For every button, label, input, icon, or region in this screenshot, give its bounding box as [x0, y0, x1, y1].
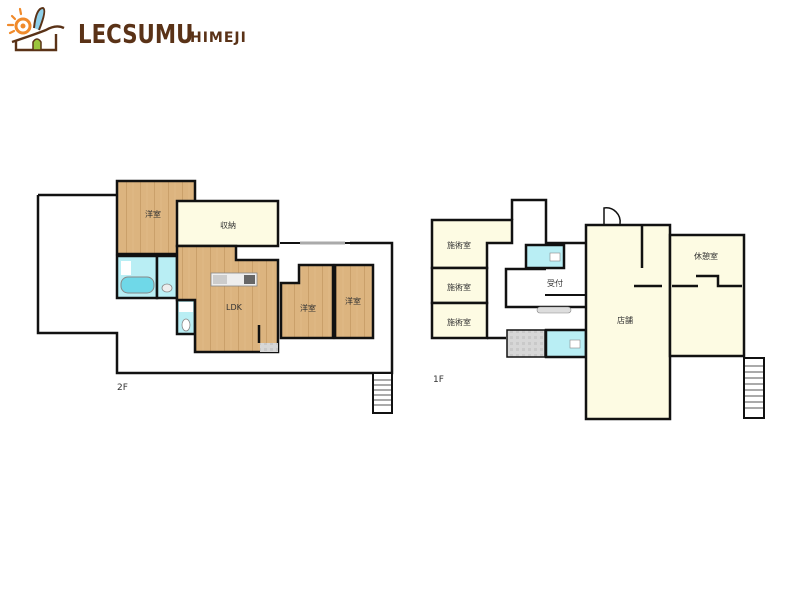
room-treatment-2: [430, 266, 489, 305]
room-break: [668, 233, 746, 358]
room-label: 収納: [220, 220, 236, 230]
logo-house-icon: [6, 6, 65, 52]
room-western-2: [279, 263, 335, 340]
brand-sub: HIMEJI: [190, 30, 247, 46]
room-western-3: [333, 263, 375, 340]
room-label: 施術室: [447, 317, 471, 327]
entrance-door: [603, 207, 621, 225]
floor-2f: 洋室 収納 LDK 洋室 洋室: [36, 179, 394, 414]
room-label: 洋室: [345, 296, 361, 306]
floor-label: 1F: [433, 375, 444, 385]
room-label: 店舗: [617, 315, 633, 325]
room-label: 施術室: [447, 282, 471, 292]
stairs-1f: [743, 357, 765, 419]
room-label: 受付: [547, 278, 563, 288]
brand-name: LECSUMU: [78, 20, 194, 50]
stairs-2f: [372, 372, 393, 414]
room-label: 施術室: [447, 240, 471, 250]
room-label: LDK: [226, 303, 243, 312]
brand-logo: LECSUMU HIMEJI: [6, 4, 266, 54]
floor-1f: 施術室 施術室 施術室 受付 店舗 休憩室: [430, 198, 765, 421]
room-shop: [584, 223, 672, 421]
room-label: 洋室: [145, 209, 161, 219]
room-label: 休憩室: [694, 251, 718, 261]
floor-label: 2F: [117, 383, 128, 393]
room-treatment-3: [430, 301, 489, 340]
room-treatment-1: [430, 218, 514, 270]
room-label: 洋室: [300, 303, 316, 313]
room-ldk: [175, 244, 280, 354]
